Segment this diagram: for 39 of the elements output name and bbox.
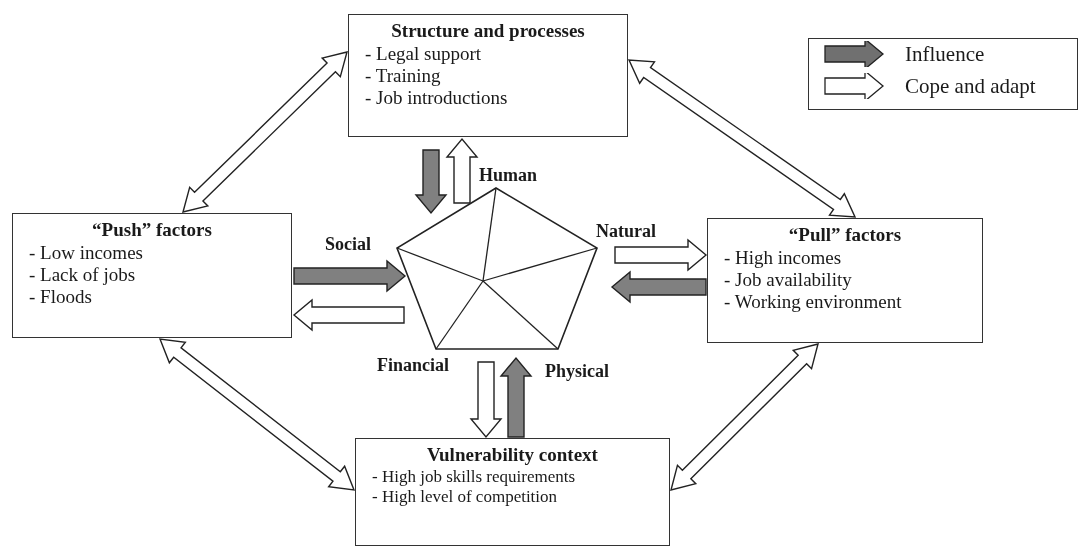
block-arrow bbox=[445, 137, 479, 204]
double-arrow bbox=[670, 343, 819, 491]
list-item: - Job availability bbox=[723, 269, 853, 291]
text-box bbox=[355, 438, 670, 546]
block-arrow bbox=[614, 238, 708, 272]
capital-label: Physical bbox=[545, 361, 609, 382]
list-item: - High job skills requirements bbox=[371, 467, 577, 487]
list-item: - Training bbox=[364, 65, 442, 87]
block-arrow bbox=[414, 149, 448, 215]
box-heading: Vulnerability context bbox=[426, 443, 599, 467]
double-arrow bbox=[182, 51, 348, 213]
list-item: - High incomes bbox=[723, 247, 843, 269]
legend-text: Cope and adapt bbox=[905, 73, 1036, 99]
block-arrow bbox=[610, 270, 707, 304]
text-box bbox=[348, 14, 628, 137]
list-item: - Floods bbox=[28, 286, 93, 308]
list-item: - Legal support bbox=[364, 43, 483, 65]
block-arrow bbox=[292, 298, 405, 332]
double-arrow bbox=[627, 59, 857, 218]
legend-text: Influence bbox=[905, 41, 985, 67]
list-item: - Low incomes bbox=[28, 242, 144, 264]
box-heading: “Pull” factors bbox=[787, 223, 903, 247]
block-arrow bbox=[469, 361, 503, 439]
list-item: - Lack of jobs bbox=[28, 264, 137, 286]
list-item: - High level of competition bbox=[371, 487, 559, 507]
block-arrow bbox=[499, 356, 533, 438]
capital-label: Financial bbox=[377, 355, 449, 376]
list-item: - Working environment bbox=[723, 291, 903, 313]
double-arrow bbox=[158, 338, 356, 491]
text-box bbox=[12, 213, 292, 338]
block-arrow bbox=[293, 259, 407, 293]
capital-label: Natural bbox=[596, 221, 656, 242]
capital-label: Human bbox=[479, 165, 538, 186]
list-item: - Job introductions bbox=[364, 87, 509, 109]
box-heading: “Push” factors bbox=[91, 218, 213, 242]
pentagon-drawing bbox=[397, 188, 597, 349]
box-heading: Structure and processes bbox=[390, 19, 586, 43]
capital-label: Social bbox=[325, 234, 371, 255]
text-box bbox=[707, 218, 983, 343]
